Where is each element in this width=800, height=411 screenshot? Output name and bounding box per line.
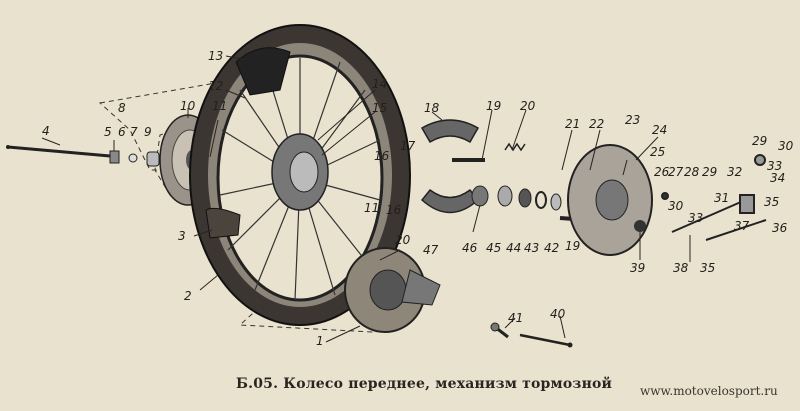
part-label-9: 9 — [144, 125, 152, 139]
part-label-23: 23 — [625, 113, 640, 127]
part-label-27: 27 — [668, 165, 684, 179]
part-label-12: 12 — [208, 79, 223, 93]
part-label-40: 40 — [550, 307, 566, 321]
part-label-39: 39 — [630, 261, 645, 275]
part-label-26: 26 — [654, 165, 670, 179]
part-label-45: 45 — [486, 241, 501, 255]
part-label-11: 11 — [212, 99, 227, 113]
brake-shoe-pins — [452, 158, 589, 222]
speedometer-rod — [519, 333, 573, 348]
part-label-11: 11 — [364, 201, 379, 215]
part-label-4: 4 — [42, 124, 50, 138]
part-label-33: 33 — [688, 211, 703, 225]
part-label-46: 46 — [462, 241, 478, 255]
brake-backing-plate — [567, 144, 653, 256]
site-watermark: www.motovelosport.ru — [640, 384, 778, 398]
part-label-29: 29 — [702, 165, 717, 179]
brake-shoes — [420, 119, 480, 214]
part-label-3: 3 — [178, 229, 186, 243]
part-label-15: 15 — [372, 101, 387, 115]
part-label-28: 28 — [684, 165, 700, 179]
part-label-42: 42 — [544, 241, 559, 255]
part-label-44: 44 — [506, 241, 521, 255]
bolt — [490, 322, 509, 339]
part-label-1: 1 — [316, 334, 324, 348]
inner-tube — [235, 47, 291, 96]
part-label-13: 13 — [208, 49, 223, 63]
rim-tape — [205, 207, 241, 239]
part-label-30: 30 — [778, 139, 794, 153]
part-label-34: 34 — [770, 171, 785, 185]
part-label-21: 21 — [565, 117, 580, 131]
part-label-37: 37 — [734, 219, 750, 233]
brake-lever-assembly — [661, 154, 767, 241]
axle-nut-washers — [109, 150, 160, 167]
part-label-6: 6 — [118, 125, 126, 139]
part-label-10: 10 — [180, 99, 196, 113]
part-label-38: 38 — [673, 261, 689, 275]
part-label-43: 43 — [524, 241, 539, 255]
return-spring — [504, 142, 526, 152]
part-label-20: 20 — [395, 233, 411, 247]
part-label-35: 35 — [700, 261, 715, 275]
part-label-16: 16 — [386, 203, 402, 217]
part-label-25: 25 — [650, 145, 665, 159]
part-label-5: 5 — [104, 125, 112, 139]
leader-lines — [41, 55, 691, 343]
part-label-29: 29 — [752, 134, 767, 148]
part-label-36: 36 — [772, 221, 788, 235]
brake-drum-hub — [344, 247, 441, 333]
figure-caption: Б.05. Колесо переднее, механизм тормозно… — [236, 376, 613, 392]
part-label-19: 19 — [486, 99, 501, 113]
part-label-35: 35 — [764, 195, 779, 209]
part-label-2: 2 — [184, 289, 192, 303]
wheel-assembly — [189, 24, 411, 326]
part-label-30: 30 — [668, 199, 684, 213]
part-label-20: 20 — [520, 99, 536, 113]
part-label-16: 16 — [374, 149, 390, 163]
part-label-8: 8 — [118, 101, 126, 115]
part-label-22: 22 — [589, 117, 604, 131]
part-label-18: 18 — [424, 101, 440, 115]
part-label-17: 17 — [400, 139, 416, 153]
bearing-set — [471, 185, 562, 211]
part-label-24: 24 — [652, 123, 667, 137]
part-label-41: 41 — [508, 311, 523, 325]
part-label-7: 7 — [130, 125, 138, 139]
part-label-19: 19 — [565, 239, 580, 253]
part-label-32: 32 — [727, 165, 742, 179]
part-label-33: 33 — [767, 159, 782, 173]
part-label-47: 47 — [423, 243, 439, 257]
part-label-14: 14 — [372, 77, 387, 91]
front-axle — [6, 145, 111, 158]
part-label-31: 31 — [714, 191, 729, 205]
